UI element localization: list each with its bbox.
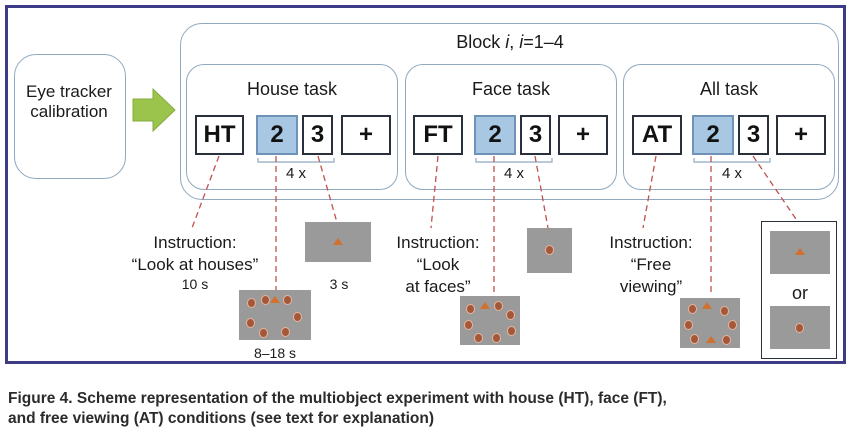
all-instruction-text: Instruction: “Free viewing” [609, 233, 693, 296]
house-icon [333, 238, 343, 245]
face-search-array-image [460, 296, 520, 345]
face-instruction-cue: FT [413, 115, 463, 155]
or-label: or [791, 283, 808, 303]
house-cue-time: 3 s [329, 276, 349, 292]
all-search-array-image [680, 298, 740, 348]
face-search-cue: 2 [474, 115, 516, 155]
face-target-cue: 3 [520, 115, 551, 155]
calibration-box: Eye tracker calibration [14, 54, 126, 179]
all-instruction-cue: AT [632, 115, 682, 155]
house-search-time: 8–18 s [253, 345, 297, 361]
face-instruction-text: Instruction: “Look at faces” [396, 233, 480, 296]
house-fixation-cue: + [341, 115, 391, 155]
house-repeat-label: 4 x [285, 165, 306, 182]
house-search-cue: 2 [256, 115, 298, 155]
face-fixation-cue: + [558, 115, 608, 155]
all-task-title: All task [699, 79, 759, 99]
house-search-array-image [239, 290, 311, 340]
house-target-cue: 3 [302, 115, 333, 155]
block-title: Block i, i=1–4 [456, 32, 564, 52]
house-cue-image [305, 222, 371, 262]
all-fixation-cue: + [776, 115, 826, 155]
face-repeat-label: 4 x [503, 165, 524, 182]
all-target-cue: 3 [738, 115, 769, 155]
house-task-title: House task [246, 79, 338, 99]
figure-caption: Figure 4. Scheme representation of the m… [8, 390, 667, 427]
all-repeat-label: 4 x [721, 165, 742, 182]
face-cue-image [527, 228, 572, 273]
calibration-label-line2: calibration [30, 102, 108, 122]
all-target-face-image [770, 306, 830, 349]
calibration-label-line1: Eye tracker [26, 82, 112, 101]
face-task-title: Face task [471, 79, 551, 99]
house-instruction-cue: HT [195, 115, 244, 155]
all-search-cue: 2 [692, 115, 734, 155]
house-instruction-text: Instruction: “Look at houses” 10 s [131, 233, 259, 292]
all-target-house-image [770, 231, 830, 274]
